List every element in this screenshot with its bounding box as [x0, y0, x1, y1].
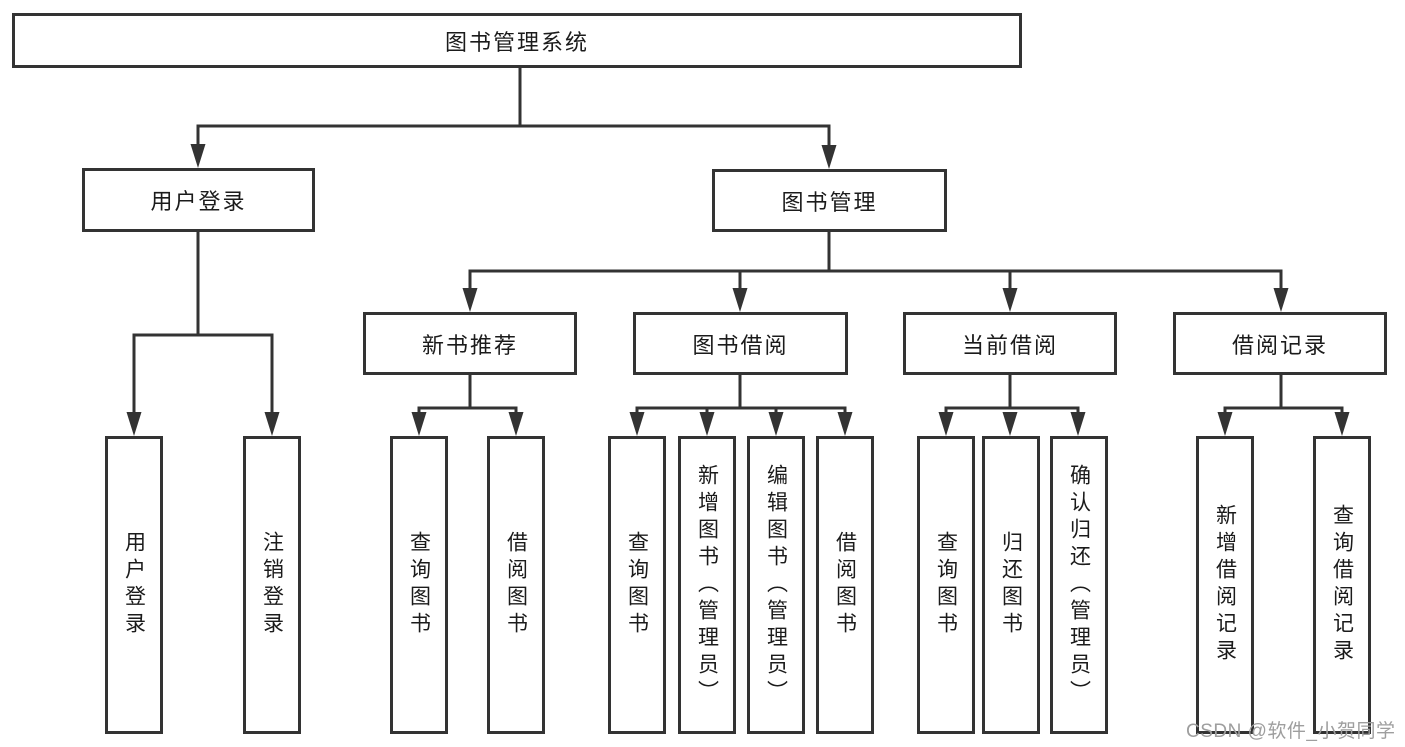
- arrow-down-icons: [126, 144, 1350, 436]
- csdn-watermark: CSDN @软件_小贺同学: [1186, 721, 1396, 742]
- node-leaf-br-query-record: 查询借阅记录: [1313, 436, 1371, 734]
- node-current-borrow: 当前借阅: [903, 312, 1117, 375]
- node-leaf-bb-borrow-book: 借阅图书: [816, 436, 874, 734]
- node-leaf-br-add-record: 新增借阅记录: [1196, 436, 1254, 734]
- node-new-book-recommend: 新书推荐: [363, 312, 577, 375]
- node-book-borrow: 图书借阅: [633, 312, 848, 375]
- node-borrow-record: 借阅记录: [1173, 312, 1387, 375]
- node-book-management: 图书管理: [712, 169, 947, 232]
- node-leaf-cb-confirm-return-admin: 确认归还（管理员）: [1050, 436, 1108, 734]
- node-leaf-cb-query-book: 查询图书: [917, 436, 975, 734]
- node-leaf-cb-return-book: 归还图书: [982, 436, 1040, 734]
- node-user-login: 用户登录: [82, 168, 315, 232]
- node-leaf-bb-add-book-admin: 新增图书（管理员）: [678, 436, 736, 734]
- node-leaf-nb-query-book: 查询图书: [390, 436, 448, 734]
- node-root-system: 图书管理系统: [12, 13, 1022, 68]
- node-leaf-bb-edit-book-admin: 编辑图书（管理员）: [747, 436, 805, 734]
- node-leaf-nb-borrow-book: 借阅图书: [487, 436, 545, 734]
- node-leaf-user-login: 用户登录: [105, 436, 163, 734]
- node-leaf-logout: 注销登录: [243, 436, 301, 734]
- node-leaf-bb-query-book: 查询图书: [608, 436, 666, 734]
